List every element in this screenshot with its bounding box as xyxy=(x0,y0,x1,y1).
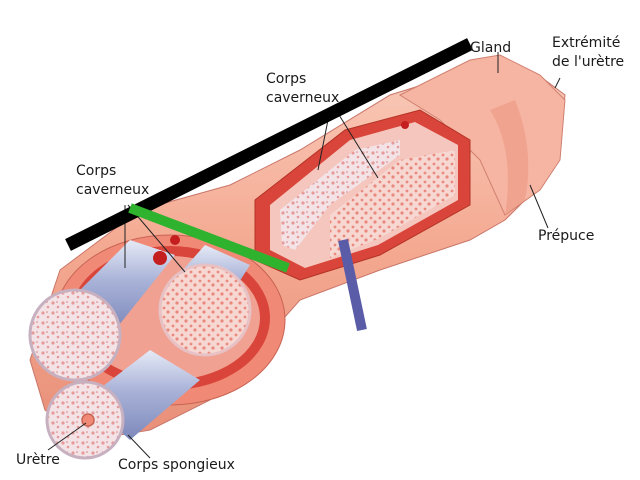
label-extremite-uretre: Extrémité de l'urètre xyxy=(552,35,625,70)
cavernous-cut-left xyxy=(28,288,122,382)
urethra-lumen xyxy=(81,413,95,427)
dorsal-vessel-2 xyxy=(170,235,180,245)
purple-overlay-bar xyxy=(338,238,367,332)
cavernous-body-strip-2 xyxy=(330,150,455,258)
label-corps-caverneux-left: Corps caverneux xyxy=(76,163,150,198)
label-uretre: Urètre xyxy=(16,452,60,468)
label-corps-spongieux: Corps spongieux xyxy=(118,457,235,473)
label-corps-caverneux-top: Corps caverneux xyxy=(266,71,340,106)
label-prepuce: Prépuce xyxy=(538,228,595,244)
cavernous-cut-right xyxy=(158,263,252,357)
foreskin-fold xyxy=(490,100,529,215)
dorsal-vessel-3 xyxy=(401,121,409,129)
cavernous-body-strip-1 xyxy=(280,140,400,250)
dorsal-vessel-1 xyxy=(153,251,167,265)
green-overlay-bar xyxy=(128,203,290,273)
label-gland: Gland xyxy=(470,40,512,56)
